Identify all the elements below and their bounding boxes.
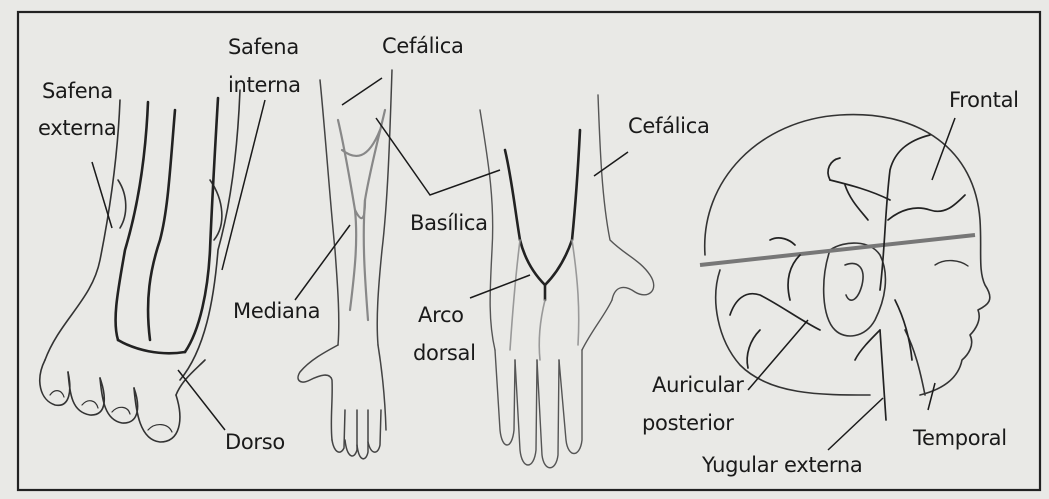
label-arco-dorsal-line1: Arco	[418, 302, 464, 328]
label-dorso: Dorso	[225, 429, 285, 455]
label-mediana: Mediana	[233, 298, 320, 324]
label-safena-interna-line2: interna	[228, 72, 301, 98]
leader-auricular-posterior	[748, 320, 808, 390]
leader-frontal	[932, 118, 955, 180]
head-band	[700, 235, 975, 265]
head-veins	[730, 135, 965, 420]
label-yugular-externa: Yugular externa	[702, 452, 862, 478]
arm-veins	[338, 110, 385, 320]
label-auricular-posterior-line1: Auricular	[652, 372, 744, 398]
label-cefalica-hand: Cefálica	[628, 113, 710, 139]
leader-basilica	[376, 118, 500, 195]
label-basilica: Basílica	[410, 210, 488, 236]
label-safena-externa-line2: externa	[38, 115, 116, 141]
label-auricular-posterior-line2: posterior	[642, 410, 734, 436]
leader-cefalica-arm	[342, 78, 382, 105]
leader-safena-externa	[92, 162, 112, 228]
label-arco-dorsal-line2: dorsal	[413, 340, 476, 366]
leader-dorso	[178, 370, 225, 430]
label-safena-externa-line1: Safena	[42, 78, 113, 104]
label-frontal: Frontal	[949, 87, 1019, 113]
foot-veins	[116, 98, 218, 353]
leader-temporal	[928, 383, 935, 410]
leader-arco-dorsal	[470, 275, 530, 298]
leader-safena-interna	[222, 100, 265, 270]
label-safena-interna-line1: Safena	[228, 34, 299, 60]
leader-yugular-externa	[828, 398, 883, 450]
label-cefalica-arm: Cefálica	[382, 33, 464, 59]
hand-veins-light	[510, 240, 579, 360]
label-temporal: Temporal	[913, 425, 1007, 451]
leader-cefalica-hand	[594, 152, 628, 176]
leader-mediana	[295, 225, 350, 300]
arm-drawing	[298, 70, 392, 459]
